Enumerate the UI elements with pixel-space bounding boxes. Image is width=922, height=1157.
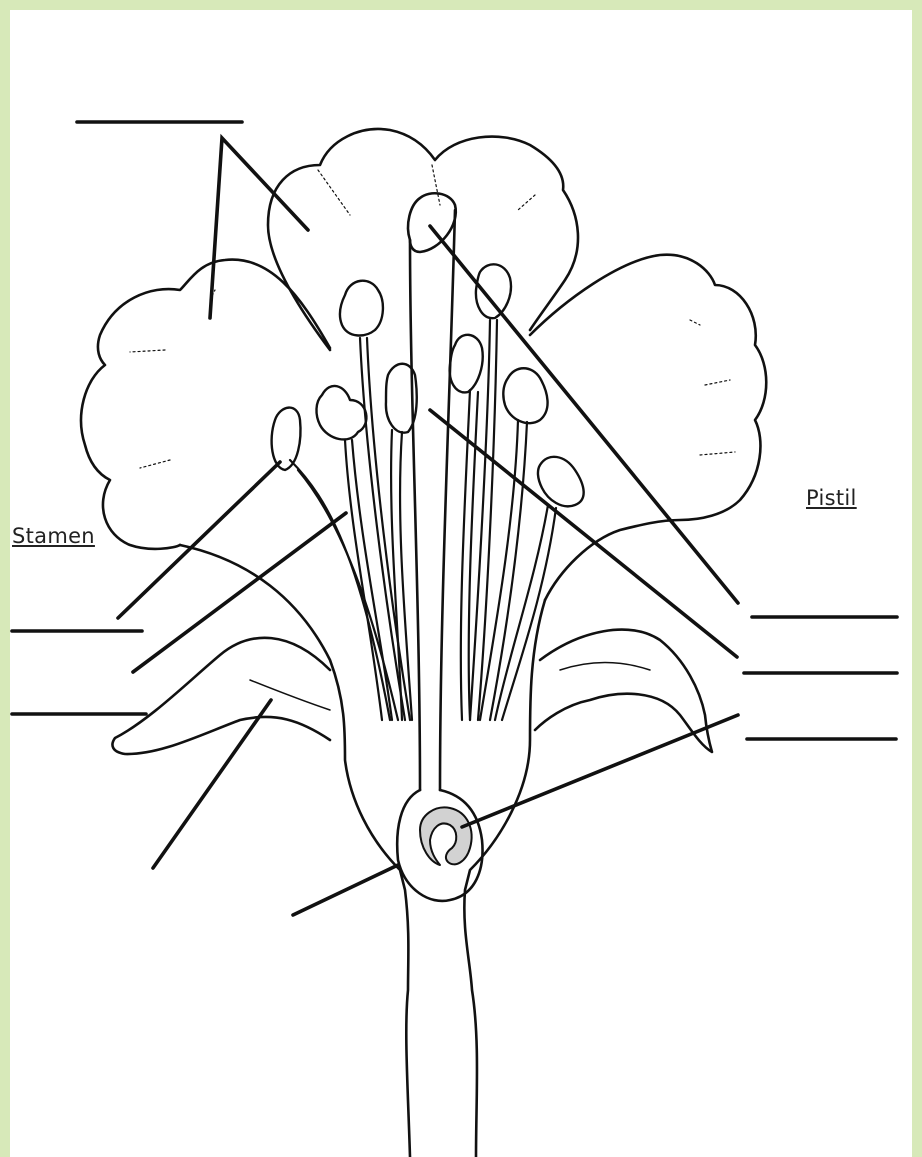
sepal-right-inner xyxy=(560,663,650,671)
petal-right-vein xyxy=(690,320,735,455)
petal-right xyxy=(530,255,766,600)
pointer-filament xyxy=(133,513,346,672)
pointer-anther xyxy=(118,462,280,618)
anthers xyxy=(272,264,584,506)
petal-top-vein xyxy=(318,165,535,215)
petal-left-vein xyxy=(130,290,215,468)
sepal-left xyxy=(112,638,330,754)
pointer-sepal xyxy=(153,700,271,868)
petal-left xyxy=(81,260,330,549)
pistil-style xyxy=(410,210,455,790)
ovule xyxy=(420,807,472,865)
stamen-label: Stamen xyxy=(12,524,95,548)
pistil-label: Pistil xyxy=(806,486,857,510)
sepal-left-inner xyxy=(250,680,330,710)
pistil-stigma xyxy=(408,193,456,252)
sepal-right xyxy=(535,630,712,752)
pointer-ovary xyxy=(293,865,398,915)
petal-top xyxy=(268,129,578,350)
pointer-ovule xyxy=(462,715,738,827)
pointer-petal xyxy=(210,138,308,318)
